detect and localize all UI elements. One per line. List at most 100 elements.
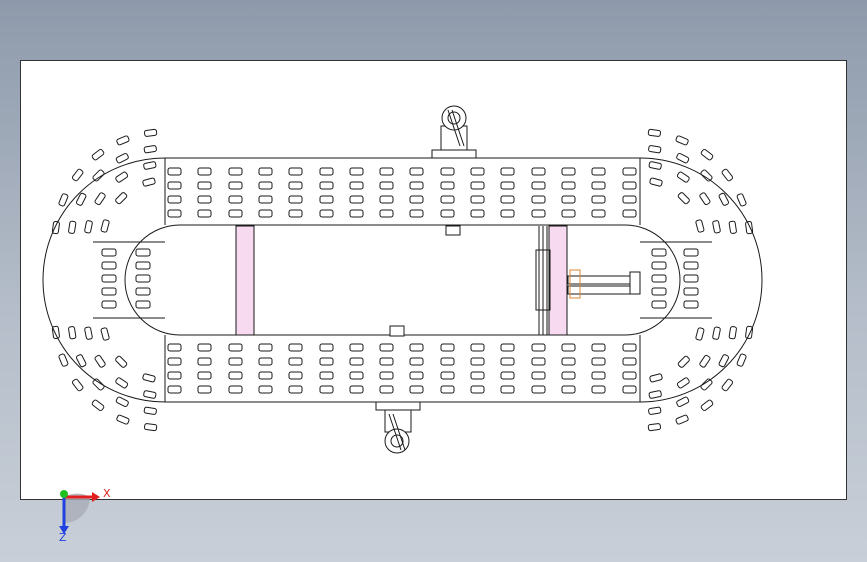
slot bbox=[94, 192, 106, 206]
slot bbox=[349, 357, 364, 366]
slot bbox=[288, 385, 303, 394]
slot bbox=[683, 261, 699, 270]
slot bbox=[440, 167, 455, 176]
slot bbox=[379, 181, 394, 190]
slot bbox=[58, 353, 69, 367]
slot bbox=[135, 300, 151, 309]
slot bbox=[71, 378, 84, 392]
slot bbox=[440, 209, 455, 218]
slot bbox=[143, 145, 157, 154]
slot bbox=[728, 326, 737, 340]
slot bbox=[651, 287, 667, 296]
slot bbox=[675, 135, 689, 146]
slot bbox=[409, 385, 424, 394]
slot bbox=[649, 373, 663, 383]
slot bbox=[470, 195, 485, 204]
slot bbox=[721, 378, 734, 392]
slot bbox=[349, 181, 364, 190]
slot bbox=[409, 167, 424, 176]
slot bbox=[683, 248, 699, 257]
slot bbox=[440, 371, 455, 380]
slot bbox=[712, 220, 721, 234]
slot bbox=[228, 195, 243, 204]
slot bbox=[258, 357, 273, 366]
slot bbox=[470, 209, 485, 218]
slot bbox=[51, 221, 60, 235]
slot bbox=[71, 168, 84, 182]
slot bbox=[622, 209, 637, 218]
slot bbox=[745, 325, 754, 339]
slot bbox=[700, 378, 713, 391]
slot bbox=[500, 357, 515, 366]
slot bbox=[288, 209, 303, 218]
slot bbox=[115, 152, 129, 164]
slot bbox=[115, 192, 128, 205]
slot bbox=[531, 181, 546, 190]
slot bbox=[116, 135, 130, 146]
slot bbox=[84, 220, 93, 234]
slot bbox=[101, 248, 117, 257]
slot bbox=[695, 327, 705, 341]
slot bbox=[142, 373, 156, 383]
slot bbox=[135, 261, 151, 270]
slot bbox=[258, 371, 273, 380]
slot bbox=[197, 195, 212, 204]
slot bbox=[115, 377, 129, 389]
slot bbox=[379, 371, 394, 380]
slot bbox=[440, 195, 455, 204]
slot bbox=[319, 371, 334, 380]
slot bbox=[349, 167, 364, 176]
slot bbox=[470, 357, 485, 366]
slot bbox=[319, 343, 334, 352]
slot bbox=[101, 300, 117, 309]
slot bbox=[143, 390, 157, 399]
slot bbox=[561, 371, 576, 380]
slot bbox=[561, 181, 576, 190]
slot bbox=[561, 385, 576, 394]
slot bbox=[648, 161, 662, 170]
slot bbox=[379, 357, 394, 366]
slot bbox=[622, 371, 637, 380]
slot bbox=[92, 169, 105, 182]
slot bbox=[68, 326, 77, 340]
slot bbox=[379, 343, 394, 352]
slot bbox=[683, 300, 699, 309]
slot bbox=[531, 385, 546, 394]
slot bbox=[115, 171, 129, 183]
slot bbox=[591, 209, 606, 218]
slot bbox=[144, 128, 158, 137]
slot bbox=[736, 193, 747, 207]
y-axis-dot bbox=[60, 490, 68, 498]
slot bbox=[101, 274, 117, 283]
slot bbox=[288, 181, 303, 190]
mount-bracket-top bbox=[445, 225, 461, 236]
slot bbox=[500, 167, 515, 176]
slot bbox=[591, 167, 606, 176]
x-axis-arrowhead bbox=[92, 492, 100, 502]
slot bbox=[379, 385, 394, 394]
slot bbox=[91, 148, 105, 161]
lifting-lug-bottom bbox=[375, 401, 421, 454]
slot bbox=[167, 181, 182, 190]
slot bbox=[695, 219, 705, 233]
slot bbox=[258, 209, 273, 218]
cross-plate-left bbox=[235, 225, 255, 336]
slot bbox=[648, 406, 662, 415]
slot bbox=[75, 192, 87, 206]
slot bbox=[440, 181, 455, 190]
slot bbox=[591, 343, 606, 352]
slot bbox=[591, 371, 606, 380]
slot bbox=[197, 343, 212, 352]
slot bbox=[349, 385, 364, 394]
slot bbox=[94, 354, 106, 368]
slot bbox=[51, 325, 60, 339]
slot bbox=[68, 220, 77, 234]
slot bbox=[288, 167, 303, 176]
slot bbox=[700, 169, 713, 182]
slot bbox=[622, 385, 637, 394]
slot bbox=[622, 167, 637, 176]
conveyor-track-outline bbox=[42, 157, 763, 403]
slot bbox=[721, 168, 734, 182]
